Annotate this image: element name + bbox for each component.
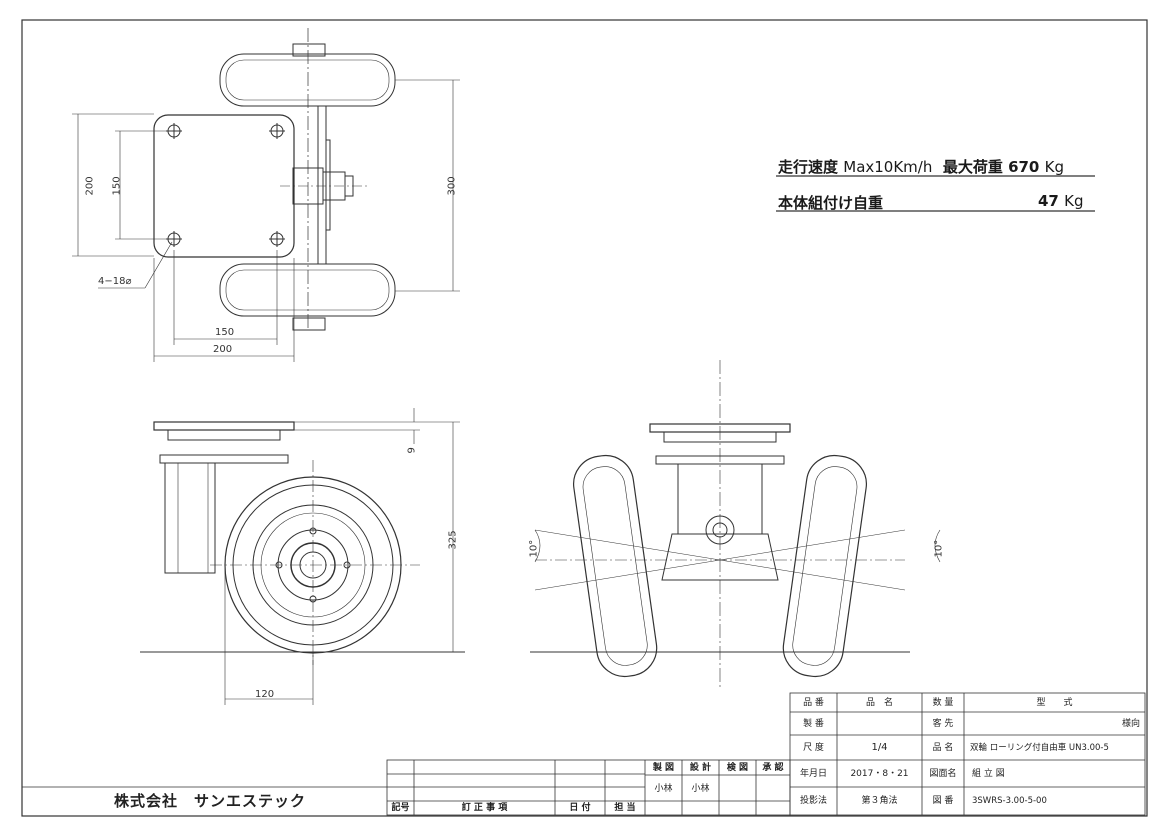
dim-9: 9 [406, 447, 418, 454]
weight-label: 本体組付け自重 [778, 194, 884, 212]
company-name: 株式会社 サンエステック [113, 792, 306, 810]
dim-120: 120 [255, 689, 275, 700]
speed-value: Max10Km/h [843, 158, 933, 176]
dim-holes: 4−18⌀ [98, 276, 132, 287]
load-value: 670 [1008, 158, 1040, 176]
weight-unit: Kg [1064, 192, 1084, 210]
speed-label: 走行速度 [778, 158, 839, 176]
approval-approved: 承 認 [762, 763, 784, 773]
tb-h-qty: 数 量 [932, 698, 954, 708]
tb-h-model: 型 式 [1036, 698, 1073, 708]
tb-h-date: 年月日 [799, 769, 827, 779]
tb-name: 双輪 ローリング付自由車 UN3.00-5 [970, 743, 1109, 753]
dim-200-left: 200 [84, 176, 96, 196]
tb-h-projection: 投影法 [799, 796, 827, 806]
tb-h-scale: 尺 度 [803, 743, 824, 753]
revision-mark: 記号 [391, 803, 410, 813]
dim-150-left: 150 [111, 176, 123, 196]
dim-300: 300 [446, 176, 458, 196]
approval-designed: 設 計 [689, 763, 712, 773]
title-block-grid [22, 692, 1146, 816]
tb-drawing-name: 組 立 図 [972, 769, 1005, 779]
sheet-border [21, 19, 1148, 817]
dim-angle-left: 10° [528, 539, 540, 558]
bolt-holes [166, 123, 285, 247]
tb-h-customer: 客 先 [932, 719, 954, 729]
speed-spec: 走行速度 Max10Km/h 最大荷重 670 Kg [778, 156, 1064, 177]
dim-200-bottom: 200 [213, 344, 233, 355]
dim-150-bottom: 150 [215, 327, 235, 338]
approval-drawn: 製 図 [652, 763, 675, 773]
dim-325: 325 [447, 530, 459, 550]
weight-value: 47 [1038, 192, 1059, 210]
tb-h-part-name: 品 名 [865, 698, 893, 708]
tb-h-serial: 製 番 [803, 719, 824, 729]
revision-date: 日 付 [569, 803, 591, 813]
tb-h-name: 品 名 [932, 743, 954, 753]
tb-date: 2017・8・21 [850, 769, 909, 779]
approval-drawn-by: 小林 [654, 784, 673, 794]
tb-scale: 1/4 [871, 742, 888, 753]
approval-designed-by: 小林 [691, 784, 710, 794]
tb-h-drawing-no: 図 番 [932, 796, 954, 806]
front-view [140, 408, 465, 705]
side-view [530, 360, 941, 690]
approval-checked: 検 図 [726, 763, 749, 773]
load-unit: Kg [1044, 158, 1064, 176]
tb-drawing-no: 3SWRS-3.00-5-00 [972, 796, 1047, 806]
tb-projection: 第３角法 [861, 796, 898, 806]
tb-customer: 様向 [1121, 719, 1140, 729]
top-view [72, 28, 460, 362]
tb-h-part-no: 品 番 [803, 698, 824, 708]
load-label: 最大荷重 [942, 158, 1003, 176]
dim-angle-right: 10° [933, 539, 945, 558]
revision-person: 担 当 [614, 803, 636, 813]
tb-h-drawing-name: 図面名 [929, 769, 957, 779]
weight-spec: 47 Kg [1038, 192, 1083, 210]
revision-items: 訂 正 事 項 [461, 803, 508, 813]
